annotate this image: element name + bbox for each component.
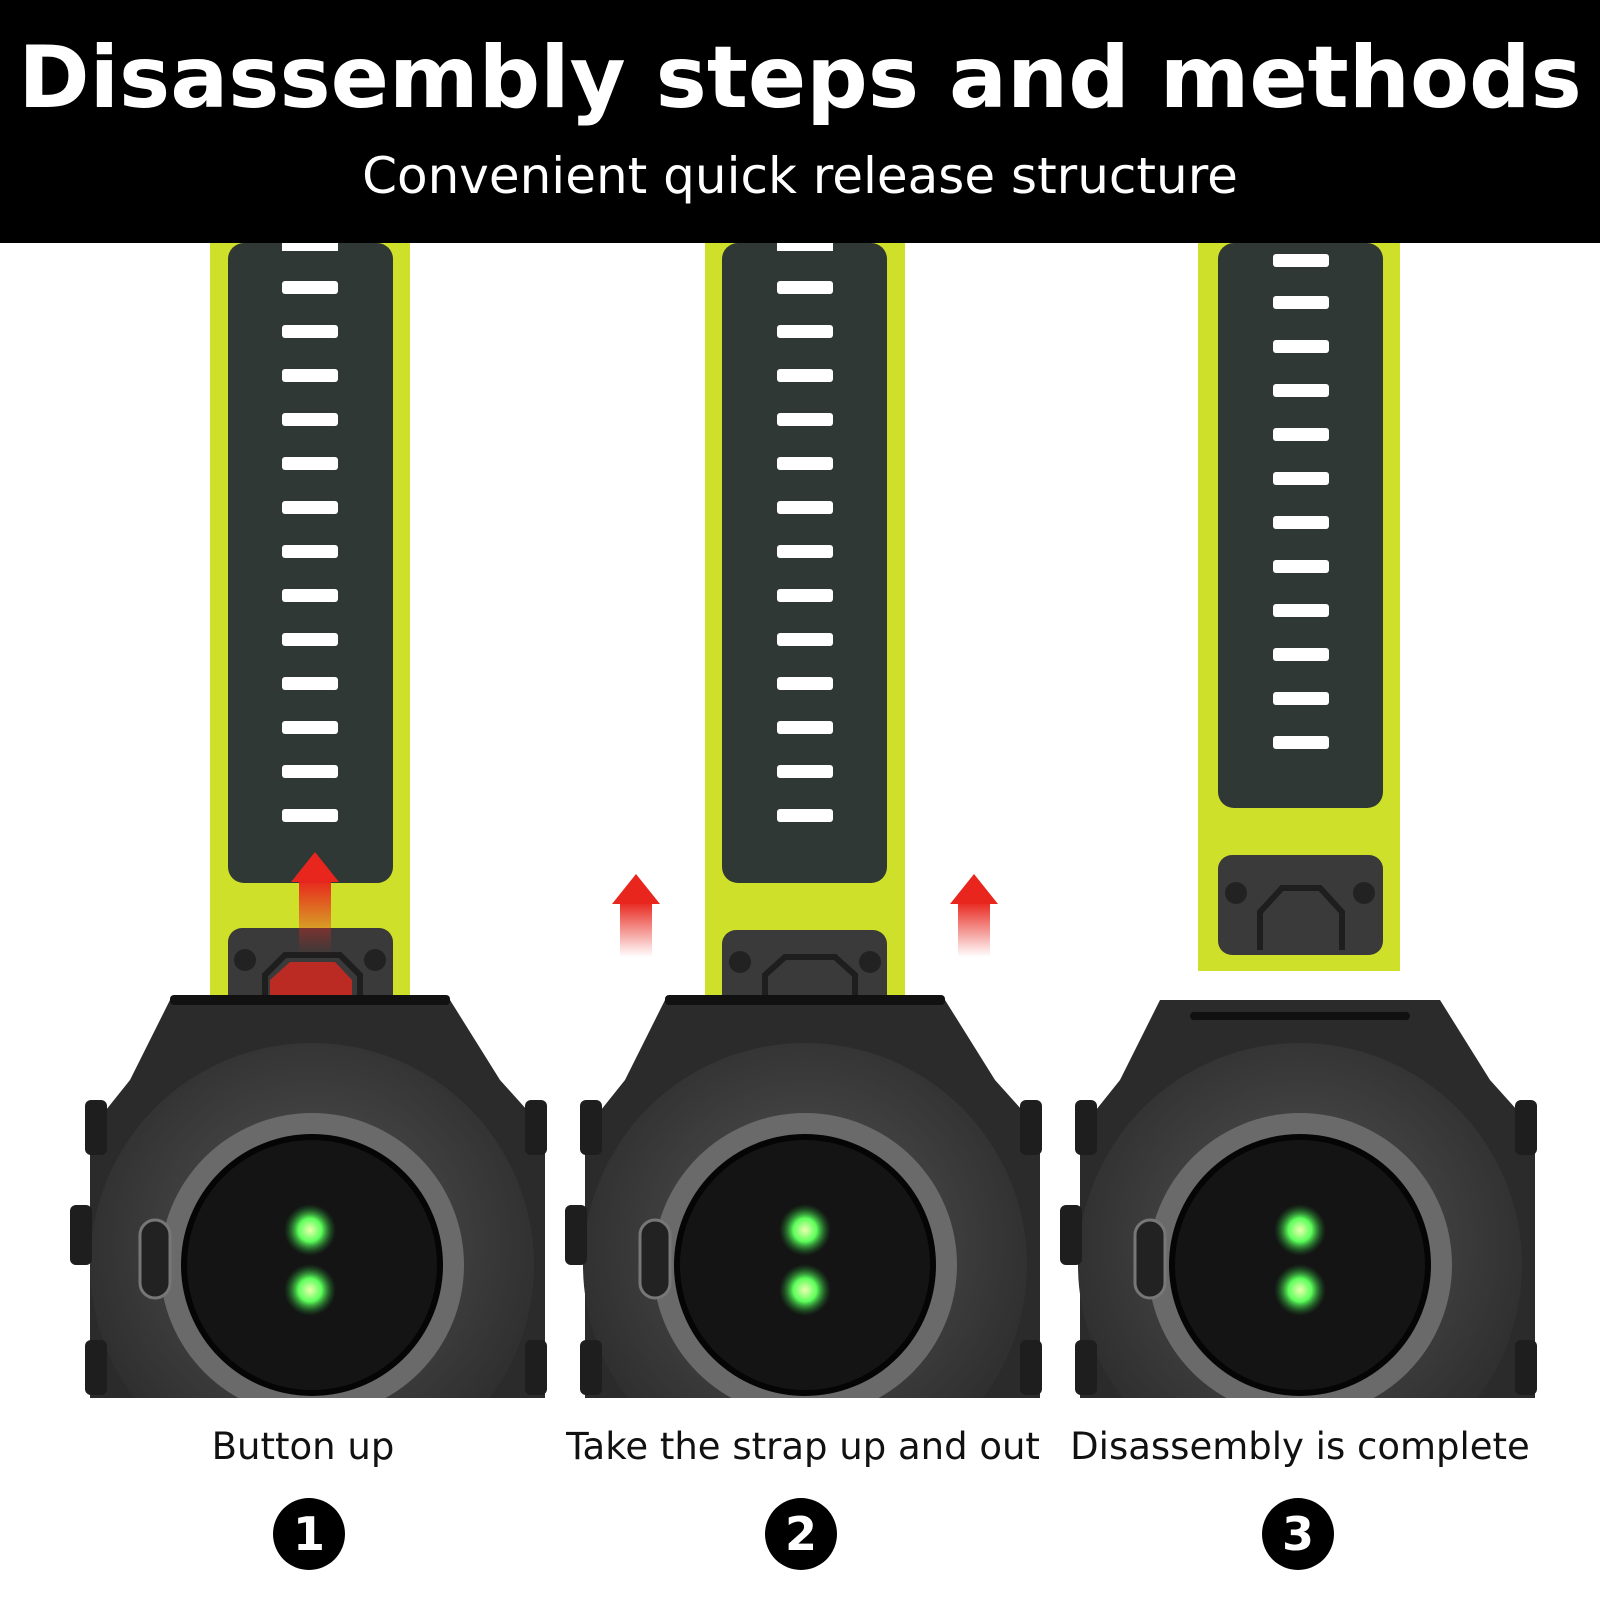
- step-1-label: Button up: [211, 1425, 395, 1468]
- step-3-badge: 3: [1262, 1498, 1334, 1570]
- watch-step-1: [70, 243, 547, 1400]
- up-arrow-icon: [291, 852, 339, 955]
- page-subtitle: Convenient quick release structure: [362, 147, 1238, 205]
- charging-port-icon: [638, 1218, 672, 1300]
- strap: [700, 243, 910, 1046]
- watch-body: [565, 995, 1042, 1400]
- heart-rate-sensor-icon: [1274, 1204, 1326, 1256]
- watch-step-3: [1060, 243, 1537, 1400]
- step-2-label: Take the strap up and out: [566, 1425, 1040, 1468]
- header-banner: Disassembly steps and methods Convenient…: [0, 0, 1600, 243]
- watch-step-2: [565, 243, 1042, 1400]
- spring-bar: [1190, 1012, 1410, 1020]
- page-title: Disassembly steps and methods: [18, 28, 1582, 128]
- charging-port-icon: [138, 1218, 172, 1300]
- up-arrow-icon: [612, 874, 998, 957]
- watch-body: [70, 995, 547, 1400]
- step-1-badge: 1: [273, 1498, 345, 1570]
- step-2-badge: 2: [765, 1498, 837, 1570]
- step-3-label: Disassembly is complete: [1070, 1425, 1530, 1468]
- heart-rate-sensor-icon: [284, 1204, 336, 1256]
- charging-port-icon: [1133, 1218, 1167, 1300]
- illustration: [0, 243, 1600, 1400]
- watch-body: [1060, 1000, 1537, 1400]
- heart-rate-sensor-icon: [779, 1204, 831, 1256]
- strap: [1198, 243, 1400, 971]
